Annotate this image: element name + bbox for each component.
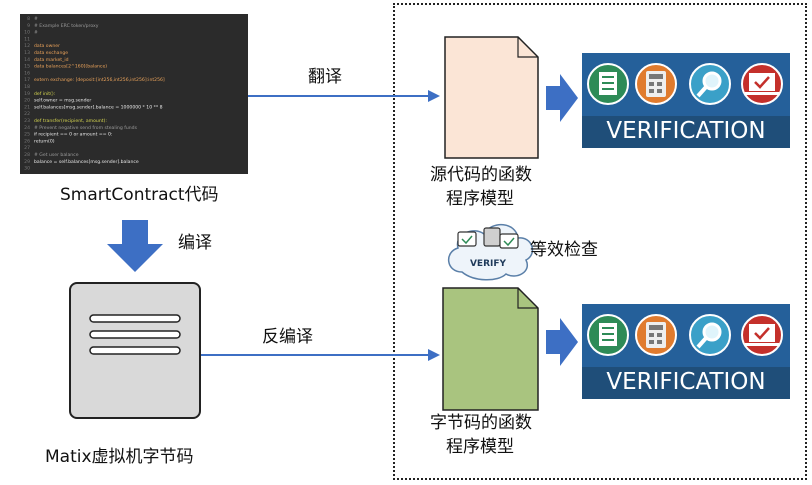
verify-cloud-label: VERIFY (470, 259, 507, 269)
code-line-number: 10 (24, 30, 30, 36)
code-line-number: 24 (24, 125, 30, 131)
checklist-icon (587, 63, 629, 105)
code-line: self.owner = msg.sender (34, 98, 91, 104)
verification-panel-bottom: VERIFICATION (582, 304, 790, 399)
code-line-number: 21 (24, 104, 30, 110)
code-line-number: 11 (24, 36, 30, 42)
code-line-number: 17 (24, 77, 30, 83)
code-line-number: 8 (27, 16, 30, 22)
code-line-number: 23 (24, 118, 30, 124)
decompile-arrowhead (428, 349, 440, 361)
code-line: # (34, 16, 38, 22)
code-line: balance = self.balances[msg.sender].bala… (34, 159, 139, 165)
verification-frame (393, 3, 807, 480)
code-line: extern exchange: [deposit:[int256,int256… (34, 77, 165, 83)
code-line: self.balances[msg.sender].balance = 1000… (34, 104, 163, 110)
server-icon (457, 227, 519, 249)
verification-title-top: VERIFICATION (606, 118, 765, 144)
cloud-icon: VERIFY (448, 224, 534, 281)
code-line: # Example ERC token/proxy (34, 23, 99, 29)
verify-arrow-bottom (546, 318, 578, 366)
translate-arrowhead (428, 90, 440, 102)
monitor-check-icon (741, 314, 783, 356)
code-line: def transfer(recipient, amount): (34, 118, 107, 124)
bytecode-model-label-line2: 程序模型 (446, 437, 514, 457)
magnifier-icon (689, 314, 731, 356)
code-line-number: 30 (24, 166, 30, 172)
monitor-check-icon (741, 63, 783, 105)
code-line-number: 14 (24, 57, 30, 63)
matrix-bytecode-label: Matix虚拟机字节码 (45, 447, 194, 467)
bytecode-model-label-line1: 字节码的函数 (430, 413, 532, 433)
code-line: data owner (34, 43, 60, 49)
code-line-number: 12 (24, 43, 30, 49)
code-line-number: 22 (24, 111, 30, 117)
translate-label: 翻译 (308, 67, 342, 87)
equivalence-check-label: 等效检查 (530, 240, 598, 260)
calculator-icon (635, 314, 677, 356)
code-line: # Get user balance (34, 152, 79, 158)
magnifier-icon (689, 63, 731, 105)
smart-contract-label: SmartContract代码 (60, 185, 219, 205)
compile-arrow (107, 220, 163, 272)
code-line: data exchange (34, 50, 68, 56)
decompile-label: 反编译 (262, 327, 313, 347)
compile-label: 编译 (178, 233, 212, 253)
code-line-number: 18 (24, 84, 30, 90)
calculator-icon (635, 63, 677, 105)
code-line-number: 13 (24, 50, 30, 56)
code-line: # (34, 30, 38, 36)
code-line: return(0) (34, 138, 55, 144)
verify-arrow-top (546, 74, 578, 122)
code-line-number: 29 (24, 159, 30, 165)
code-line: if recipient == 0 or amount == 0: (34, 132, 113, 138)
code-line: data market_id (34, 57, 69, 63)
matrix-bytecode-box (69, 282, 201, 419)
code-line-number: 26 (24, 138, 30, 144)
code-line-number: 20 (24, 98, 30, 104)
code-line: data balances[2^160](balance) (34, 64, 107, 70)
code-line-number: 19 (24, 91, 30, 97)
code-line-number: 16 (24, 70, 30, 76)
document-icon (442, 287, 539, 411)
code-line-number: 25 (24, 132, 30, 138)
code-line-number: 15 (24, 64, 30, 70)
verification-panel-top: VERIFICATION (582, 53, 790, 148)
code-line-number: 9 (27, 23, 30, 29)
code-line: # Prevent negative send from stealing fu… (34, 125, 138, 131)
code-line: def init(): (34, 91, 56, 97)
code-line-number: 27 (24, 145, 30, 151)
code-line-number: 28 (24, 152, 30, 158)
document-icon (444, 36, 539, 159)
verification-title-bottom: VERIFICATION (606, 369, 765, 395)
checklist-icon (587, 314, 629, 356)
source-model-label-line1: 源代码的函数 (430, 165, 532, 185)
source-model-label-line2: 程序模型 (446, 189, 514, 209)
